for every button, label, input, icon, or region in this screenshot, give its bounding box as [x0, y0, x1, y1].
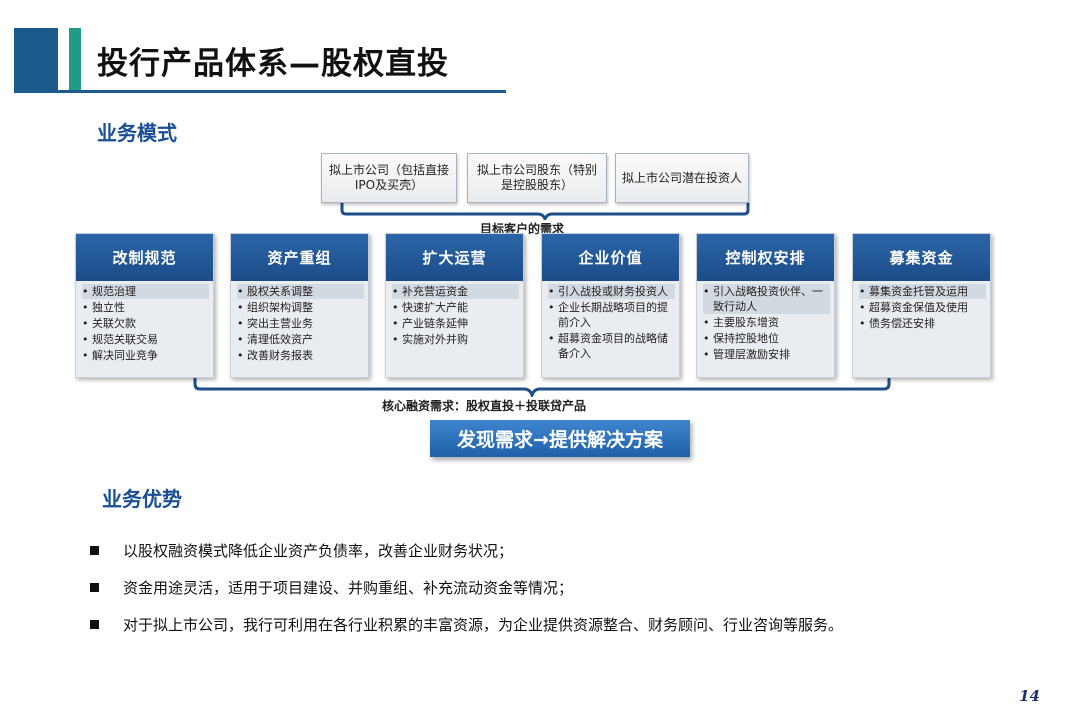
header-accent-bar-green [69, 28, 81, 92]
card-item: 引入战略投资伙伴、一致行动人 [703, 284, 830, 314]
client-box-pre-ipo-company: 拟上市公司（包括直接IPO及买壳） [321, 153, 457, 203]
card-item: 引入战投或财务投资人 [548, 284, 675, 299]
square-bullet-icon [90, 583, 99, 592]
card-title: 扩大运营 [386, 234, 523, 281]
card-item: 独立性 [82, 300, 209, 315]
header-accent-bar-blue [14, 28, 58, 92]
card-title: 资产重组 [231, 234, 368, 281]
card-item: 保持控股地位 [703, 331, 830, 346]
core-financing-label: 核心融资需求：股权直投＋投联贷产品 [380, 397, 589, 414]
advantage-text: 对于拟上市公司，我行可利用在各行业积累的丰富资源，为企业提供资源整合、财务顾问、… [123, 616, 844, 634]
card-item: 关联欠款 [82, 316, 209, 331]
card-title: 控制权安排 [697, 234, 834, 281]
header-underline [14, 90, 506, 93]
card-item: 实施对外并购 [392, 332, 519, 347]
target-needs-bracket [340, 203, 750, 224]
card-item: 产业链条延伸 [392, 316, 519, 331]
card-item: 改善财务报表 [237, 348, 364, 363]
square-bullet-icon [90, 620, 99, 629]
client-box-pre-ipo-shareholder: 拟上市公司股东（特别是控股股东） [467, 153, 607, 203]
card-title: 改制规范 [76, 234, 213, 281]
card-title: 企业价值 [542, 234, 679, 281]
card-item: 主要股东增资 [703, 315, 830, 330]
card-item: 管理层激励安排 [703, 347, 830, 362]
solution-banner: 发现需求→提供解决方案 [430, 420, 690, 457]
advantage-text: 以股权融资模式降低企业资产负债率，改善企业财务状况； [123, 542, 514, 560]
card-item: 股权关系调整 [237, 284, 364, 299]
card-control-arrangement: 控制权安排 引入战略投资伙伴、一致行动人 主要股东增资 保持控股地位 管理层激励… [696, 233, 835, 378]
card-item: 企业长期战略项目的提前介入 [548, 300, 675, 330]
client-box-potential-investor: 拟上市公司潜在投资人 [615, 153, 749, 203]
advantage-item: 对于拟上市公司，我行可利用在各行业积累的丰富资源，为企业提供资源整合、财务顾问、… [90, 614, 843, 635]
card-title: 募集资金 [853, 234, 990, 281]
card-item: 规范关联交易 [82, 332, 209, 347]
core-needs-bracket [193, 378, 891, 400]
page-title: 投行产品体系—股权直投 [97, 46, 449, 82]
card-raised-funds: 募集资金 募集资金托管及运用 超募资金保值及使用 债务偿还安排 [852, 233, 991, 378]
card-enterprise-value: 企业价值 引入战投或财务投资人 企业长期战略项目的提前介入 超募资金项目的战略储… [541, 233, 680, 378]
card-item: 清理低效资产 [237, 332, 364, 347]
advantage-item: 资金用途灵活，适用于项目建设、并购重组、补充流动资金等情况； [90, 577, 573, 598]
target-needs-label: 目标客户的需求 [478, 220, 567, 237]
card-item: 补充营运资金 [392, 284, 519, 299]
square-bullet-icon [90, 546, 99, 555]
section-heading-advantages: 业务优势 [102, 487, 182, 511]
card-item: 超募资金保值及使用 [859, 300, 986, 315]
card-asset-restructuring: 资产重组 股权关系调整 组织架构调整 突出主营业务 清理低效资产 改善财务报表 [230, 233, 369, 378]
page-number: 14 [1019, 687, 1040, 705]
card-item: 超募资金项目的战略储备介入 [548, 331, 675, 361]
card-item: 快速扩大产能 [392, 300, 519, 315]
card-item: 突出主营业务 [237, 316, 364, 331]
advantage-item: 以股权融资模式降低企业资产负债率，改善企业财务状况； [90, 540, 513, 561]
card-item: 债务偿还安排 [859, 316, 986, 331]
card-restructuring-compliance: 改制规范 规范治理 独立性 关联欠款 规范关联交易 解决同业竞争 [75, 233, 214, 378]
card-expand-operations: 扩大运营 补充营运资金 快速扩大产能 产业链条延伸 实施对外并购 [385, 233, 524, 378]
card-item: 规范治理 [82, 284, 209, 299]
section-heading-business-model: 业务模式 [97, 121, 177, 145]
advantage-text: 资金用途灵活，适用于项目建设、并购重组、补充流动资金等情况； [123, 579, 574, 597]
card-item: 解决同业竞争 [82, 348, 209, 363]
card-item: 募集资金托管及运用 [859, 284, 986, 299]
card-item: 组织架构调整 [237, 300, 364, 315]
